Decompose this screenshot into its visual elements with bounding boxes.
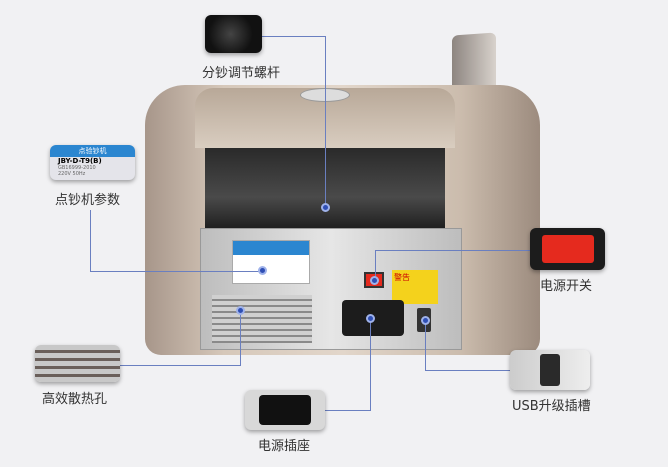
usb-slot-label: USB升级插槽 bbox=[512, 399, 591, 414]
nameplate-model: JBY-D-T9(B) bbox=[58, 157, 102, 165]
usb-slot-thumbnail bbox=[510, 350, 590, 390]
power-socket-thumbnail bbox=[245, 390, 325, 430]
nameplate-standard: GB16999-2010 bbox=[58, 165, 96, 171]
nameplate-thumbnail: 点验钞机 JBY-D-T9(B) GB16999-2010 220V 50Hz bbox=[50, 145, 135, 180]
red-switch-icon bbox=[542, 235, 594, 263]
vent-grille bbox=[212, 295, 312, 343]
nameplate-power: 220V 50Hz bbox=[58, 171, 86, 177]
adjust-screw-thumbnail bbox=[205, 15, 262, 53]
usb-port-icon bbox=[540, 354, 560, 386]
nameplate-title: 点验钞机 bbox=[50, 145, 135, 157]
power-switch-label: 电源开关 bbox=[540, 279, 593, 294]
machine-params-label: 点钞机参数 bbox=[55, 193, 121, 208]
adjust-screw-label: 分钞调节螺杆 bbox=[202, 66, 281, 81]
vents-thumbnail bbox=[35, 345, 120, 382]
vents-label: 高效散热孔 bbox=[42, 392, 108, 407]
power-socket-label: 电源插座 bbox=[258, 439, 311, 454]
power-switch-thumbnail bbox=[530, 228, 605, 270]
power-socket-icon bbox=[259, 395, 311, 425]
warning-sticker: 警告 bbox=[392, 270, 438, 304]
machine-nameplate bbox=[232, 240, 310, 284]
